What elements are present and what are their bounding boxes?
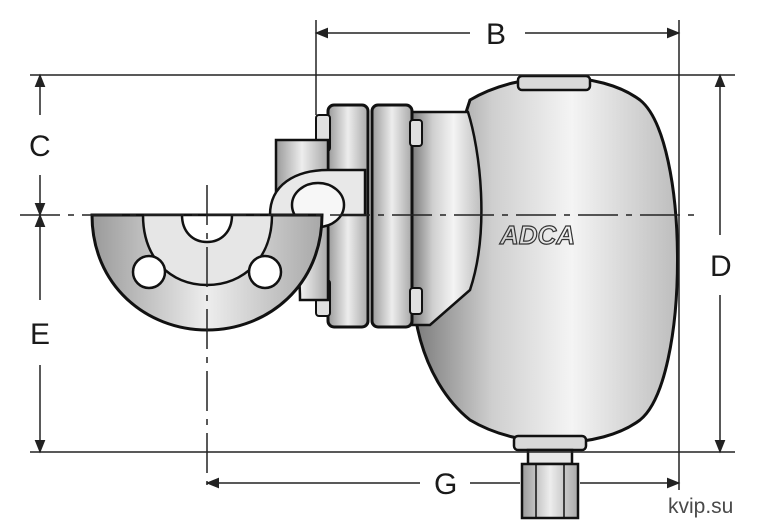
center-lines xyxy=(20,185,700,485)
dimension-lines xyxy=(34,27,726,489)
dim-label-b: B xyxy=(486,18,506,51)
dim-label-g: G xyxy=(434,468,457,501)
top-boss xyxy=(516,74,592,92)
steam-trap-drawing: ADCA xyxy=(90,74,679,520)
dim-label-e: E xyxy=(30,318,50,351)
watermark: kvip.su xyxy=(668,495,733,518)
cover-neck xyxy=(410,110,483,327)
dim-label-d: D xyxy=(710,250,732,283)
bottom-boss xyxy=(512,434,588,452)
flange-bolt-hole-right xyxy=(247,254,283,290)
inlet-flange-bore xyxy=(180,213,234,244)
body-flange-right xyxy=(370,103,414,329)
drain-nut xyxy=(520,462,580,520)
dim-label-c: C xyxy=(29,130,51,163)
dimension-labels: B C E D G xyxy=(29,18,732,501)
bolt-bottom-right xyxy=(409,287,423,315)
brand-logo: ADCA xyxy=(499,220,575,250)
bolt-top-right xyxy=(409,119,423,147)
flange-bolt-hole-left xyxy=(131,254,167,290)
